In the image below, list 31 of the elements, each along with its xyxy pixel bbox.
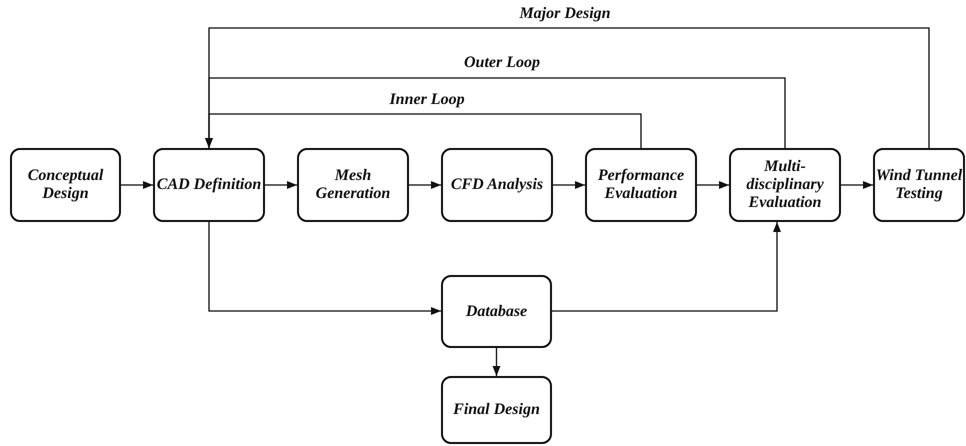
process-box <box>153 148 265 222</box>
arrow <box>409 181 441 189</box>
box-label: CAD Definition <box>156 176 262 194</box>
arrow <box>492 348 500 376</box>
box-label: Database <box>466 302 528 320</box>
edge-label: Outer Loop <box>462 54 542 72</box>
arrow <box>121 181 153 189</box>
process-box <box>10 148 121 222</box>
box-label: Wind Tunnel Testing <box>875 167 963 203</box>
process-box <box>441 275 552 348</box>
process-box <box>441 376 552 444</box>
box-label: Final Design <box>453 401 540 419</box>
box-label: Multi-disciplinary Evaluation <box>745 158 825 212</box>
arrow <box>205 27 930 148</box>
edge-label: Inner Loop <box>387 91 467 109</box>
box-label: CFD Analysis <box>450 176 544 194</box>
arrow <box>208 222 441 315</box>
process-box <box>585 148 697 222</box>
arrow <box>265 181 297 189</box>
arrow <box>553 181 585 189</box>
arrow <box>697 181 729 189</box>
edge-label: Major Design <box>517 5 613 23</box>
process-box <box>873 148 965 222</box>
process-box <box>441 148 553 222</box>
process-box <box>729 148 841 222</box>
process-box <box>297 148 409 222</box>
box-label: Performance Evaluation <box>596 167 686 203</box>
box-label: Mesh Generation <box>314 167 392 203</box>
arrow <box>552 222 781 312</box>
arrow <box>841 181 873 189</box>
box-label: Conceptual Design <box>26 167 104 203</box>
